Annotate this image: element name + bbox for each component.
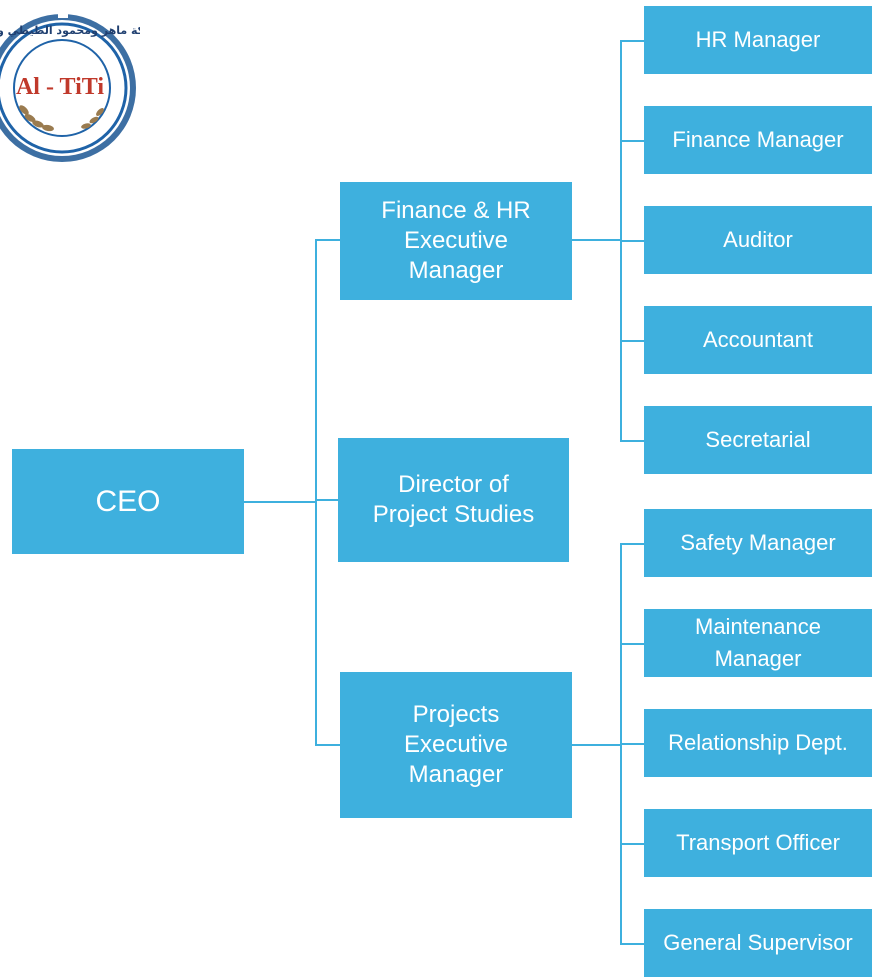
hr-manager-box: HR Manager bbox=[644, 6, 872, 74]
transport-officer-label: Transport Officer bbox=[676, 830, 840, 856]
logo-arabic-text: شركة ماهر ومحمود الطيطي وشركاه bbox=[0, 24, 140, 37]
safety-manager-box: Safety Manager bbox=[644, 509, 872, 577]
ceo-label: CEO bbox=[95, 484, 161, 518]
accountant-label: Accountant bbox=[702, 327, 814, 353]
connector-relationship bbox=[620, 743, 644, 745]
connector-secretarial bbox=[620, 440, 644, 442]
maintenance-manager-label: Maintenance Manager bbox=[695, 614, 821, 671]
general-supervisor-label: General Supervisor bbox=[663, 930, 853, 956]
maintenance-manager-box: Maintenance Manager bbox=[644, 609, 872, 677]
projects-exec-label: Projects Executive Manager bbox=[403, 701, 509, 788]
connector-accountant bbox=[620, 340, 644, 342]
connector-to-projects-exec bbox=[315, 744, 340, 746]
director-project-studies-label: Director of Project Studies bbox=[372, 471, 535, 528]
projects-exec-box: Projects Executive Manager bbox=[340, 672, 572, 818]
connector-to-finance-exec bbox=[315, 239, 340, 241]
auditor-label: Auditor bbox=[723, 227, 793, 253]
connector-finance-exec-out bbox=[572, 239, 622, 241]
logo-name-text: Al - TiTi bbox=[16, 74, 104, 100]
connector-to-director bbox=[315, 499, 338, 501]
general-supervisor-box: General Supervisor bbox=[644, 909, 872, 977]
company-logo: شركة ماهر ومحمود الطيطي وشركاه Al - TiTi bbox=[0, 0, 140, 170]
ceo-box: CEO bbox=[12, 449, 244, 554]
connector-transport bbox=[620, 843, 644, 845]
connector-ceo bbox=[244, 501, 317, 503]
finance-manager-label: Finance Manager bbox=[672, 127, 844, 153]
connector-safety bbox=[620, 543, 644, 545]
logo-emblem-icon: شركة ماهر ومحمود الطيطي وشركاه Al - TiTi bbox=[0, 10, 140, 162]
accountant-box: Accountant bbox=[644, 306, 872, 374]
connector-spine-left bbox=[315, 239, 317, 746]
secretarial-label: Secretarial bbox=[705, 427, 811, 453]
connector-hr-manager bbox=[620, 40, 644, 42]
auditor-box: Auditor bbox=[644, 206, 872, 274]
secretarial-box: Secretarial bbox=[644, 406, 872, 474]
finance-hr-exec-box: Finance & HR Executive Manager bbox=[340, 182, 572, 300]
relationship-dept-box: Relationship Dept. bbox=[644, 709, 872, 777]
safety-manager-label: Safety Manager bbox=[680, 530, 836, 556]
director-project-studies-box: Director of Project Studies bbox=[338, 438, 569, 562]
finance-hr-exec-label: Finance & HR Executive Manager bbox=[381, 197, 531, 284]
transport-officer-box: Transport Officer bbox=[644, 809, 872, 877]
connector-maintenance bbox=[620, 643, 644, 645]
hr-manager-label: HR Manager bbox=[695, 27, 821, 53]
relationship-dept-label: Relationship Dept. bbox=[668, 730, 848, 756]
connector-auditor bbox=[620, 240, 644, 242]
connector-projects-exec-out bbox=[572, 744, 622, 746]
finance-manager-box: Finance Manager bbox=[644, 106, 872, 174]
connector-finance-manager bbox=[620, 140, 644, 142]
connector-supervisor bbox=[620, 943, 644, 945]
